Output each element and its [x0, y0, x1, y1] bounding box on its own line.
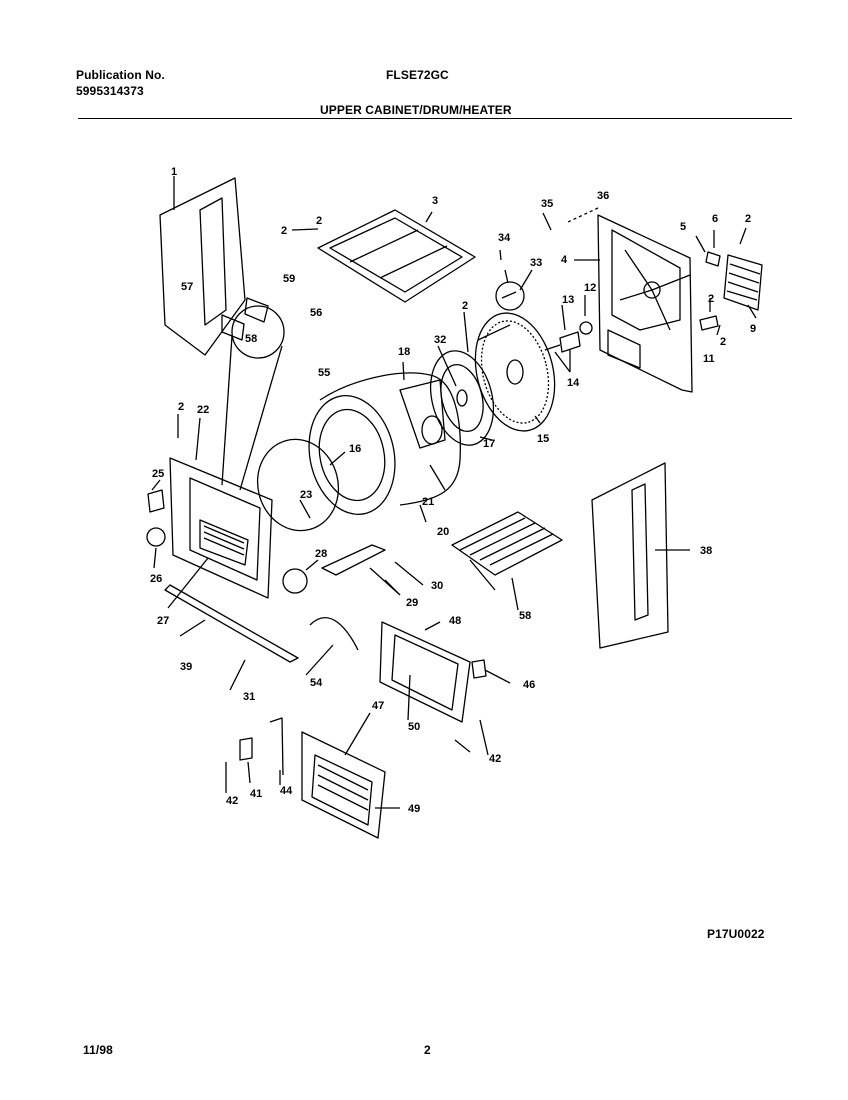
- callout-2: 2: [316, 215, 322, 227]
- header-rule: [78, 118, 792, 119]
- callout-6: 6: [712, 213, 718, 225]
- part-vent-grille: [723, 254, 763, 311]
- part-rear-bulkhead: [474, 312, 556, 432]
- callout-23: 23: [300, 489, 312, 501]
- callout-28: 28: [315, 548, 327, 560]
- part-toe-strip: [164, 584, 299, 663]
- callout-20: 20: [437, 526, 449, 538]
- part-sensor-28: [282, 568, 308, 594]
- callout-33: 33: [530, 257, 542, 269]
- callout-42: 42: [226, 795, 238, 807]
- part-clip-41: [239, 737, 253, 761]
- callout-12: 12: [584, 282, 596, 294]
- callout-32: 32: [434, 334, 446, 346]
- part-bracket-6: [705, 251, 721, 267]
- part-idler: [544, 321, 593, 353]
- callout-34: 34: [498, 232, 511, 244]
- callout-25: 25: [152, 468, 164, 480]
- callout-4: 4: [561, 254, 568, 266]
- diagram-code: P17U0022: [707, 927, 765, 941]
- callout-29: 29: [406, 597, 418, 609]
- section-title: UPPER CABINET/DRUM/HEATER: [320, 103, 512, 117]
- model-number: FLSE72GC: [386, 68, 449, 82]
- part-top-frame: [317, 209, 476, 303]
- callout-31: 31: [243, 691, 255, 703]
- publication-number: 5995314373: [76, 84, 144, 98]
- part-switch-26: [146, 527, 166, 547]
- callout-1: 1: [171, 166, 177, 178]
- callout-42: 42: [489, 753, 501, 765]
- part-bracket-30: [321, 544, 386, 576]
- part-front-panel: [169, 457, 273, 599]
- callout-59: 59: [283, 273, 295, 285]
- revision-date: 11/98: [83, 1043, 113, 1057]
- part-access-panel: [301, 731, 386, 839]
- callout-56: 56: [310, 307, 322, 319]
- page-number: 2: [424, 1043, 431, 1057]
- part-clip-46: [471, 659, 487, 679]
- part-front-seal: [256, 438, 340, 532]
- callout-39: 39: [180, 661, 192, 673]
- part-side-panel: [159, 177, 246, 356]
- callout-2: 2: [745, 213, 751, 225]
- callout-30: 30: [431, 580, 443, 592]
- callout-44: 44: [280, 785, 293, 797]
- callout-18: 18: [398, 346, 410, 358]
- callout-3: 3: [432, 195, 438, 207]
- part-wire-harness: [309, 617, 359, 651]
- callout-58: 58: [519, 610, 531, 622]
- callout-58: 58: [245, 333, 257, 345]
- callout-15: 15: [537, 433, 549, 445]
- part-heater-box: [379, 621, 471, 723]
- callout-16: 16: [349, 443, 361, 455]
- part-roller: [495, 281, 525, 311]
- callout-49: 49: [408, 803, 420, 815]
- callout-22: 22: [197, 404, 209, 416]
- callout-17: 17: [483, 438, 495, 450]
- callout-2: 2: [178, 401, 184, 413]
- part-drum: [308, 372, 461, 515]
- callout-14: 14: [567, 377, 580, 389]
- callout-50: 50: [408, 721, 420, 733]
- callout-27: 27: [157, 615, 169, 627]
- callout-41: 41: [250, 788, 262, 800]
- callout-48: 48: [449, 615, 461, 627]
- callout-9: 9: [750, 323, 756, 335]
- callout-57: 57: [181, 281, 193, 293]
- part-switch-25: [147, 489, 165, 513]
- part-rear-panel: [597, 214, 693, 393]
- callout-11: 11: [703, 353, 715, 365]
- part-heater: [451, 511, 563, 591]
- callout-46: 46: [523, 679, 535, 691]
- callout-13: 13: [562, 294, 574, 306]
- callout-38: 38: [700, 545, 712, 557]
- callout-54: 54: [310, 677, 323, 689]
- callout-55: 55: [318, 367, 330, 379]
- publication-label: Publication No.: [76, 68, 165, 82]
- inset-detail: [221, 297, 285, 491]
- part-wire-44: [269, 717, 284, 776]
- callout-2: 2: [708, 293, 714, 305]
- callout-2: 2: [462, 300, 468, 312]
- callout-36: 36: [597, 190, 609, 202]
- callout-47: 47: [372, 700, 384, 712]
- part-rear-seal: [430, 350, 494, 446]
- callout-5: 5: [680, 221, 686, 233]
- callout-21: 21: [422, 496, 434, 508]
- callout-35: 35: [541, 198, 553, 210]
- callout-2: 2: [281, 225, 287, 237]
- callout-26: 26: [150, 573, 162, 585]
- callout-2: 2: [720, 336, 726, 348]
- part-right-panel: [591, 462, 669, 649]
- part-bracket-11: [699, 315, 719, 331]
